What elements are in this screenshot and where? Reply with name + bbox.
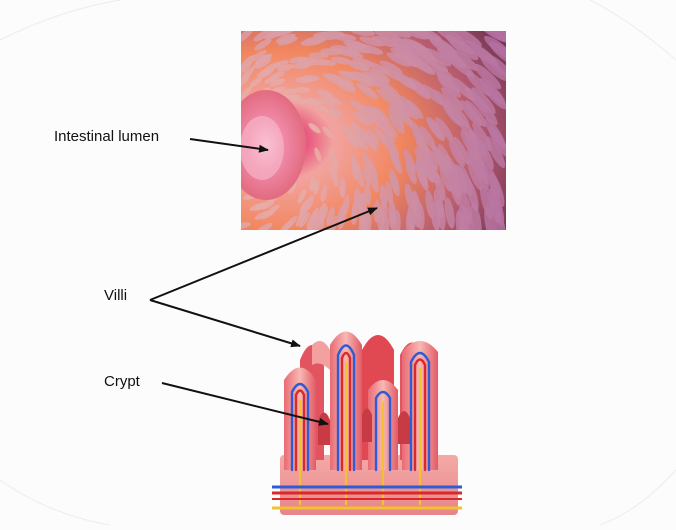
intestinal-villi-cross-section-illustration xyxy=(272,332,462,516)
crypt-label: Crypt xyxy=(104,373,140,390)
intestinal-lumen-label: Intestinal lumen xyxy=(54,128,159,145)
villi-label: Villi xyxy=(104,287,127,304)
intestinal-lumen-photo xyxy=(226,17,521,246)
villi-arrow-lower xyxy=(150,300,300,346)
